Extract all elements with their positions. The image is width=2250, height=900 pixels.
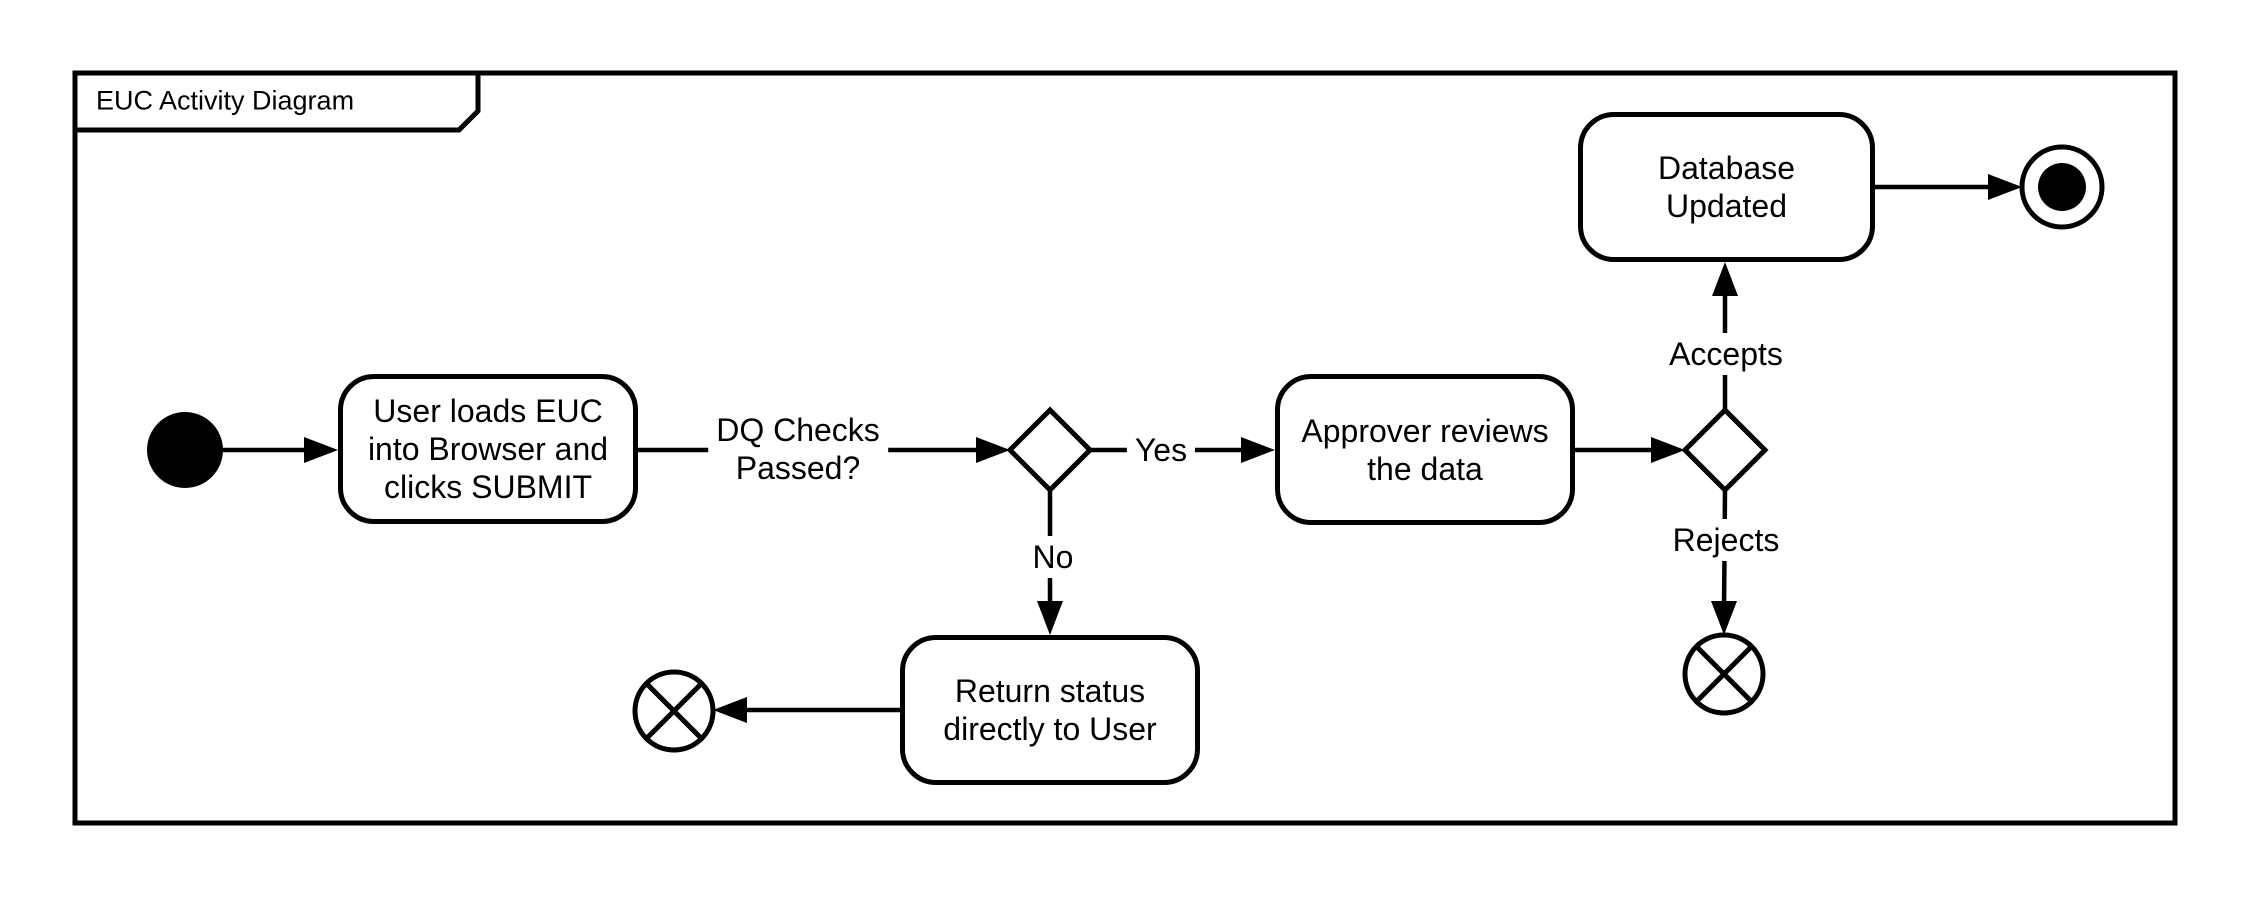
initial-node [147, 412, 223, 488]
edge-label-rejects: Rejects [1664, 519, 1788, 561]
arrowhead [713, 697, 747, 723]
flow-final-node-right [1682, 632, 1766, 716]
edge-label-no: No [1024, 536, 1082, 578]
activity-database-updated: Database Updated [1578, 112, 1875, 262]
arrowhead [1037, 601, 1063, 635]
edge-return-to-flow-final [713, 697, 900, 723]
edge-label-dq-checks-passed: DQ Checks Passed? [708, 409, 888, 489]
frame-title: EUC Activity Diagram [96, 85, 355, 116]
arrowhead [1712, 262, 1738, 296]
arrowhead [976, 437, 1010, 463]
arrowhead [1241, 437, 1275, 463]
decision-node-approver [1681, 406, 1769, 494]
frame-border [72, 70, 2178, 826]
flow-final-node-left [632, 669, 716, 753]
edge-start-to-user [222, 437, 338, 463]
arrowhead [304, 437, 338, 463]
activity-approver-reviews: Approver reviews the data [1275, 374, 1575, 525]
decision-node-dq-checks [1006, 406, 1094, 494]
activity-final-node [2019, 144, 2105, 230]
edge-label-yes: Yes [1126, 429, 1196, 471]
edge-rejects-to-flow-final [1711, 489, 1737, 635]
activity-return-status: Return status directly to User [900, 635, 1200, 785]
edge-database-to-final [1875, 174, 2022, 200]
arrowhead [1651, 437, 1685, 463]
edge-label-accepts: Accepts [1661, 333, 1791, 375]
arrowhead [1988, 174, 2022, 200]
edge-approver-to-decision [1575, 437, 1685, 463]
frame-title-tab [72, 70, 481, 133]
activity-user-loads-euc: User loads EUC into Browser and clicks S… [338, 374, 638, 524]
arrowhead [1711, 601, 1737, 635]
